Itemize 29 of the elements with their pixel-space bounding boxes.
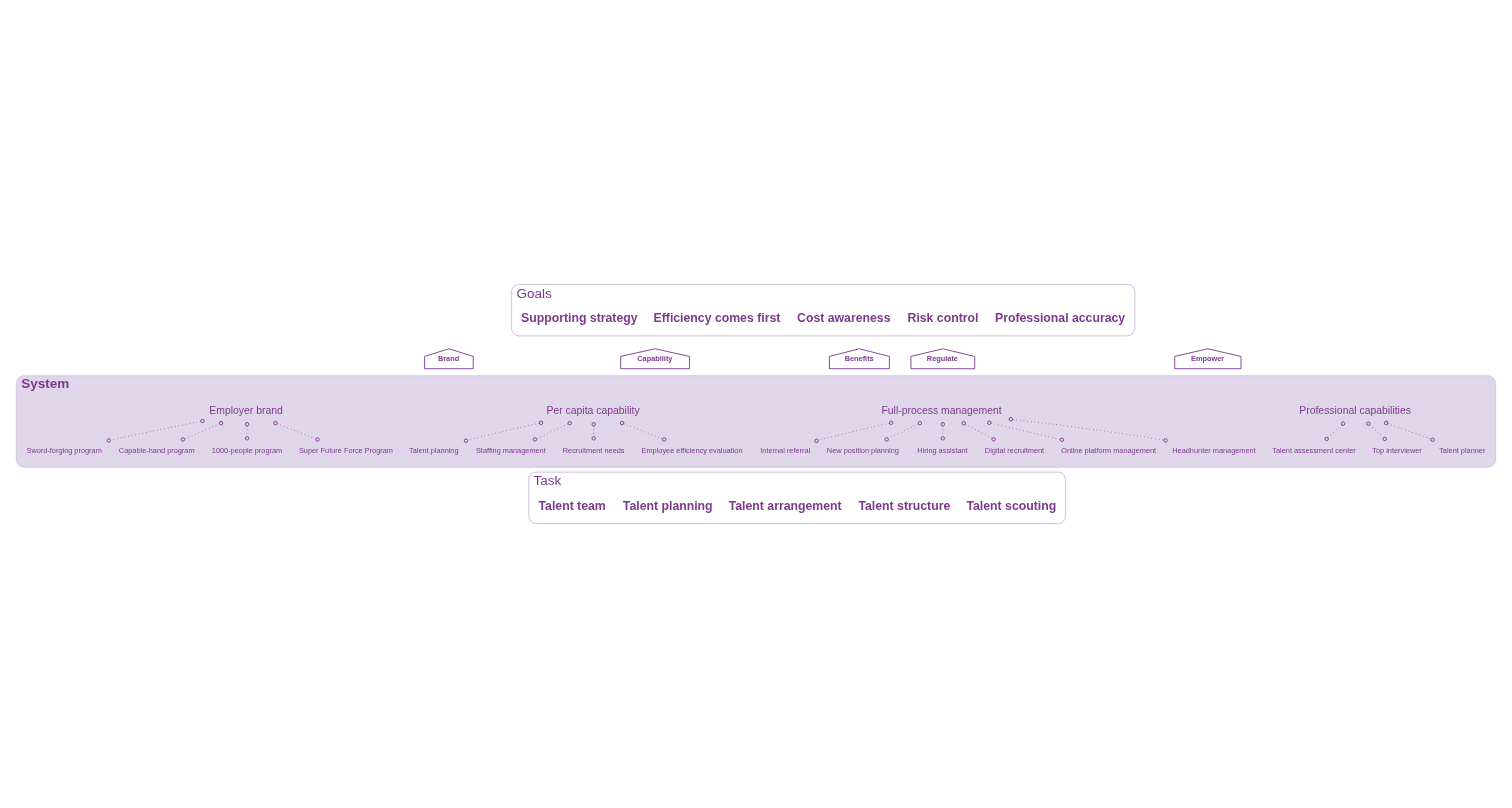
connector [244,422,250,441]
connector [1324,421,1346,442]
node-text: Talent structure [858,499,951,514]
connector [884,421,923,442]
connector [814,420,894,443]
connector [619,420,667,442]
node-text: Talent team [538,499,606,514]
node-text: Cost awareness [797,311,891,326]
connector [273,420,320,442]
connector [987,420,1065,442]
connector [1384,420,1435,442]
node-text: Talent planning [622,499,713,514]
connector [1366,421,1387,442]
node-text: Full-process management [881,404,1002,416]
connector [180,420,224,442]
connector [106,418,205,443]
node-text: Efficiency comes first [653,311,781,326]
node-text: Talent scouting [966,499,1057,514]
connector [961,421,996,442]
node-text: Per capita capability [546,404,640,416]
node-text: Talent arrangement [728,499,842,514]
connector [532,421,572,442]
node-text: Supporting strategy [521,311,638,326]
connector [463,420,544,443]
node-text: Professional capabilities [1299,404,1411,416]
node-text: Risk control [907,311,979,326]
connector [1008,417,1168,443]
node-text: Employer brand [209,404,283,416]
node-text: Professional accuracy [994,311,1126,326]
